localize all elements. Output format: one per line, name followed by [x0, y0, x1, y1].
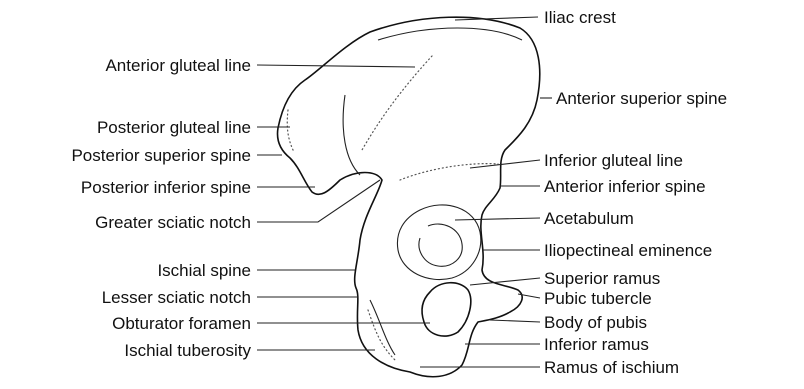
label-ramus-of-ischium: Ramus of ischium	[544, 358, 679, 377]
left-labels: Anterior gluteal line Posterior gluteal …	[71, 56, 251, 360]
label-inferior-ramus: Inferior ramus	[544, 335, 649, 354]
label-anterior-superior-spine: Anterior superior spine	[556, 89, 727, 108]
right-labels: Iliac crest Anterior superior spine Infe…	[544, 8, 727, 377]
label-ischial-tuberosity: Ischial tuberosity	[124, 341, 251, 360]
label-obturator-foramen: Obturator foramen	[112, 314, 251, 333]
label-anterior-gluteal-line: Anterior gluteal line	[105, 56, 251, 75]
label-iliac-crest: Iliac crest	[544, 8, 616, 27]
leader-body-of-pubis	[490, 320, 540, 322]
label-ischial-spine: Ischial spine	[157, 261, 251, 280]
label-pubic-tubercle: Pubic tubercle	[544, 289, 652, 308]
label-posterior-inferior-spine: Posterior inferior spine	[81, 178, 251, 197]
label-anterior-inferior-spine: Anterior inferior spine	[544, 177, 706, 196]
label-body-of-pubis: Body of pubis	[544, 313, 647, 332]
label-posterior-gluteal-line: Posterior gluteal line	[97, 118, 251, 137]
label-iliopectineal-eminence: Iliopectineal eminence	[544, 241, 712, 260]
label-acetabulum: Acetabulum	[544, 209, 634, 228]
label-superior-ramus: Superior ramus	[544, 269, 660, 288]
label-greater-sciatic-notch: Greater sciatic notch	[95, 213, 251, 232]
label-inferior-gluteal-line: Inferior gluteal line	[544, 151, 683, 170]
label-lesser-sciatic-notch: Lesser sciatic notch	[102, 288, 251, 307]
label-posterior-superior-spine: Posterior superior spine	[71, 146, 251, 165]
